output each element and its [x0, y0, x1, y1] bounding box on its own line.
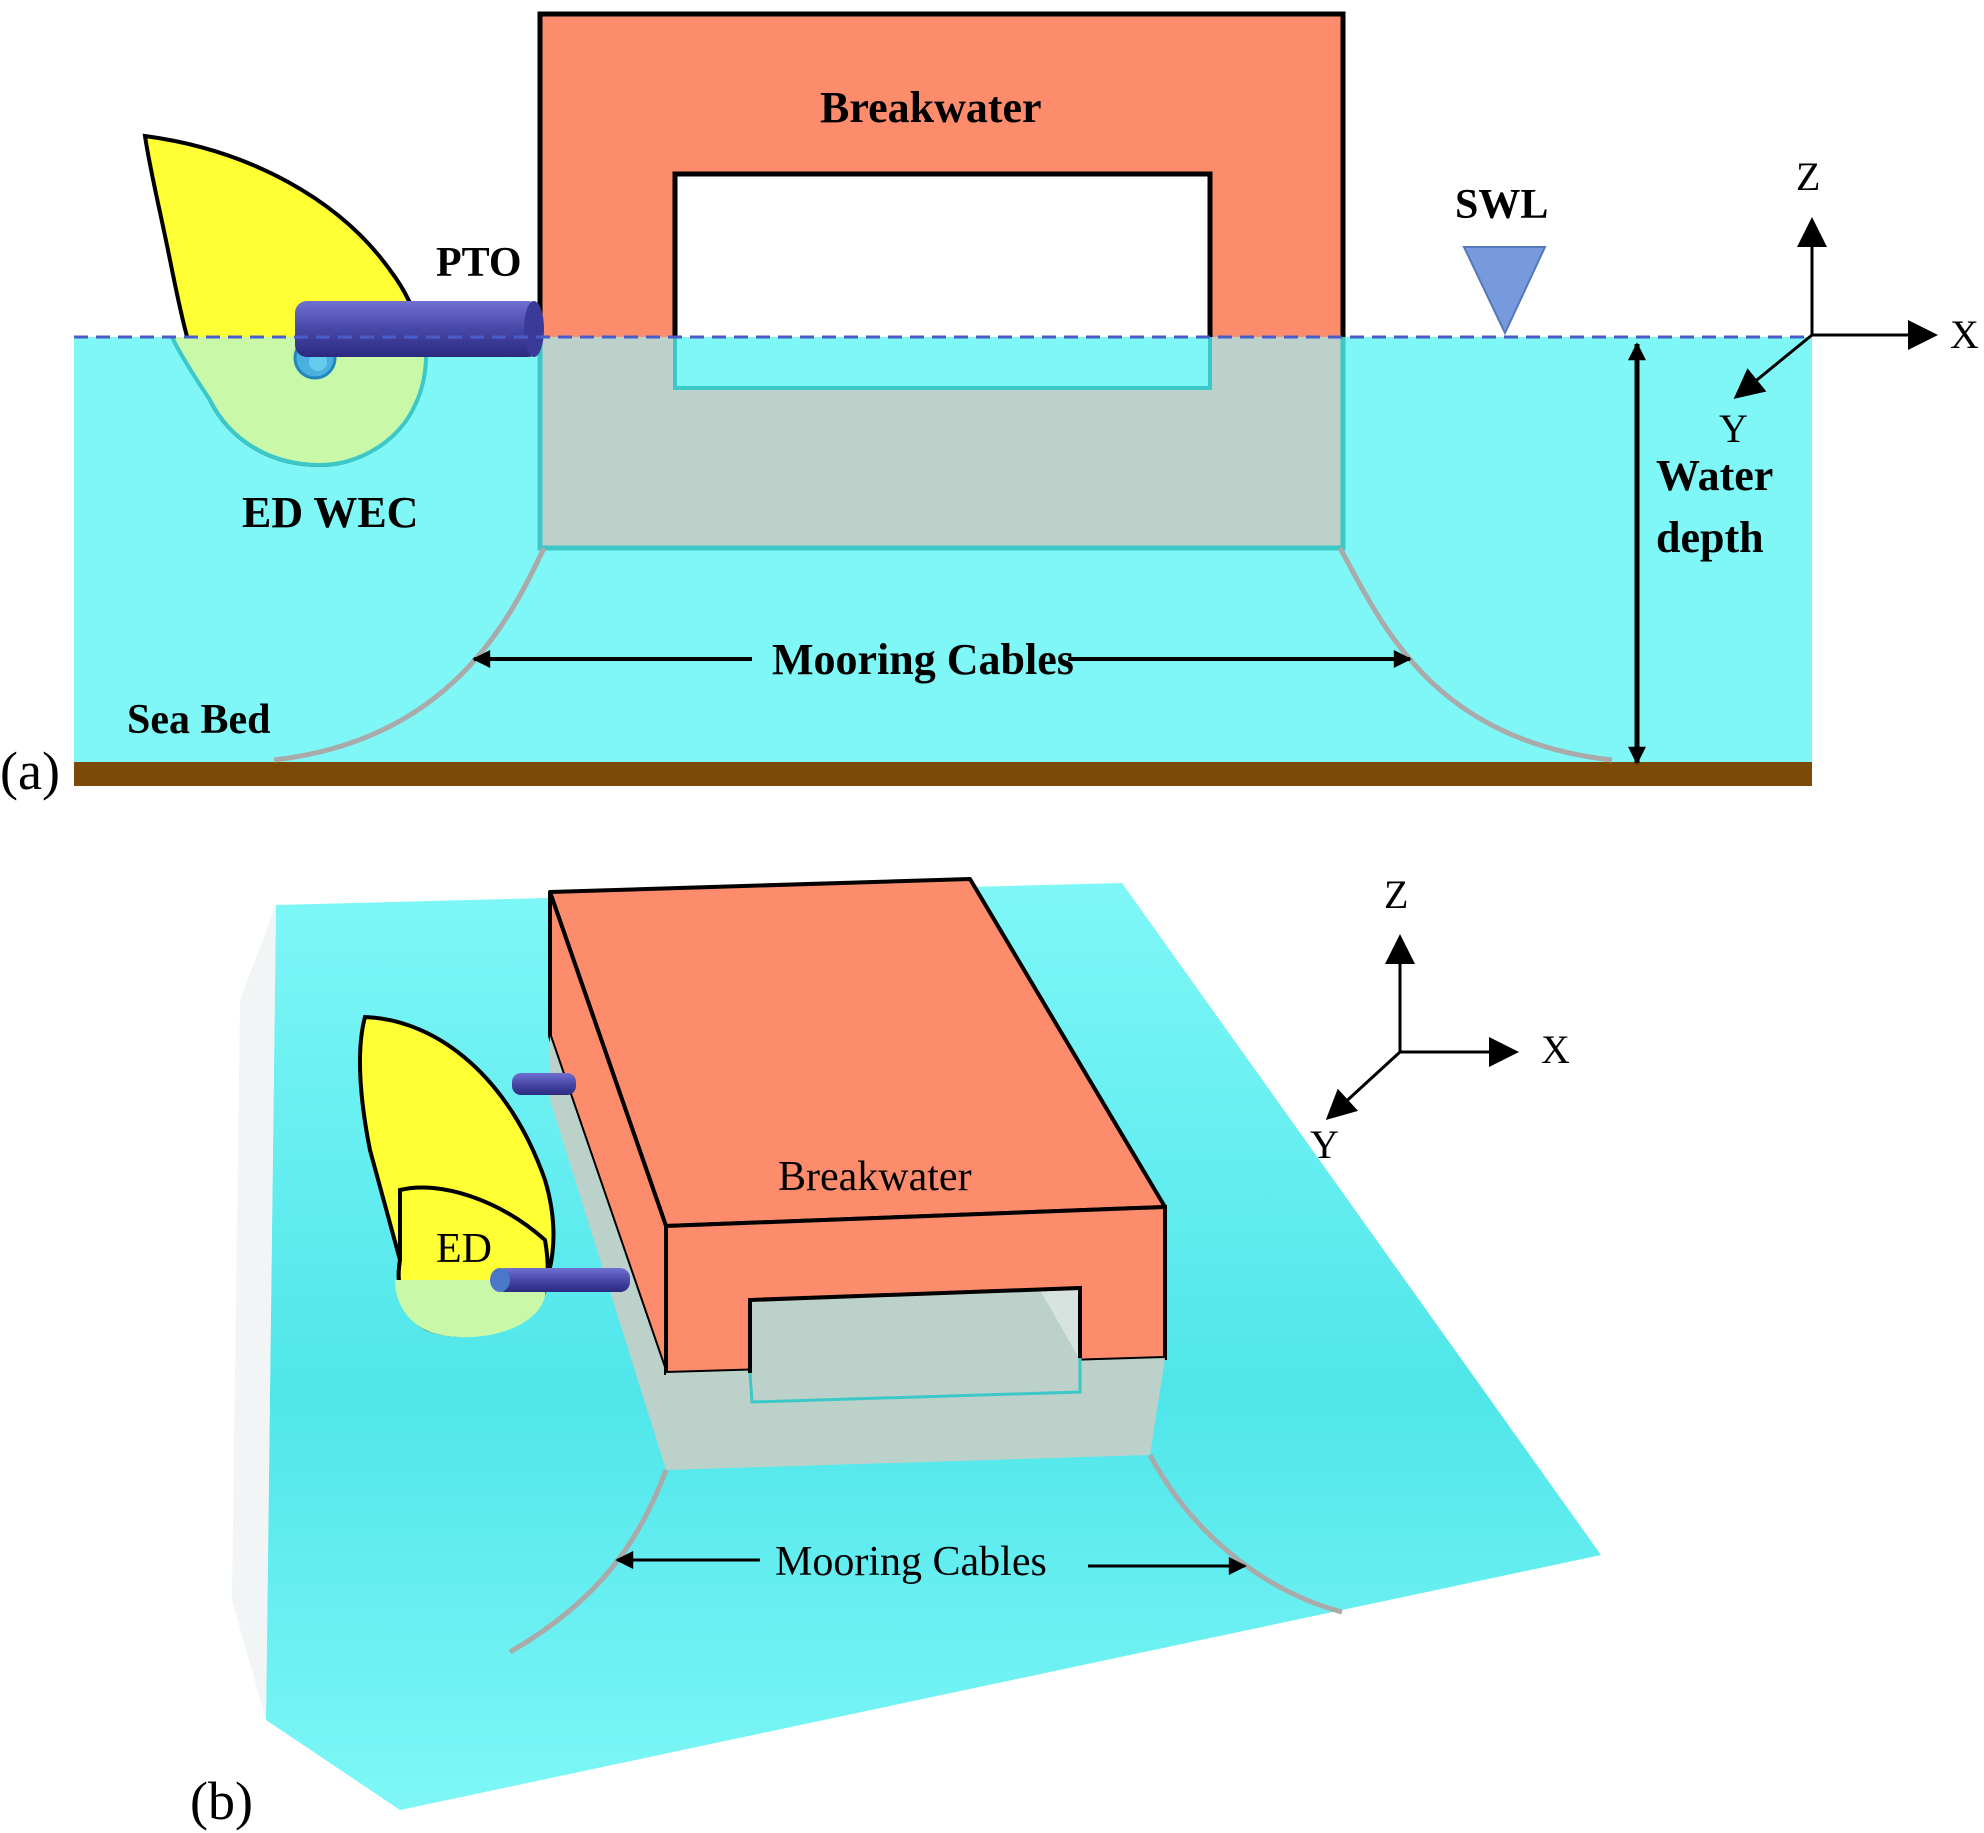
- panel-a: Z X Y Breakwater PTO SWL ED WEC Water de…: [0, 11, 1979, 801]
- water-slab-shadow: [232, 905, 276, 1720]
- pto-rod: [295, 301, 544, 357]
- mooring-label-a: Mooring Cables: [772, 635, 1074, 684]
- water-depth-label-line2: depth: [1656, 513, 1764, 562]
- ed-device-3d: [358, 1014, 630, 1338]
- mooring-cables-a: [273, 546, 1613, 763]
- breakwater-box: [548, 877, 1167, 1470]
- axes-b: Z X Y: [1310, 872, 1570, 1167]
- axis-x-label-b: X: [1541, 1027, 1570, 1072]
- axis-y-label-a: Y: [1719, 406, 1748, 451]
- swl-label: SWL: [1455, 182, 1548, 228]
- ed-label: ED: [436, 1226, 492, 1272]
- mooring-cables-b: [508, 1453, 1343, 1655]
- swl-triangle-icon: [1462, 246, 1547, 336]
- water-depth-label-line1: Water: [1656, 451, 1773, 500]
- breakwater-label-b: Breakwater: [778, 1154, 972, 1200]
- panel-b-letter: (b): [190, 1771, 253, 1831]
- axis-z-label-a: Z: [1796, 154, 1820, 199]
- pto-label: PTO: [436, 240, 522, 286]
- panel-b: Z X Y Breakwater ED Mooring Cables (b): [190, 872, 1601, 1831]
- axis-z-label-b: Z: [1384, 872, 1408, 917]
- seabed: [74, 762, 1812, 786]
- breakwater-label-a: Breakwater: [820, 83, 1042, 132]
- breakwater-section: [537, 11, 1346, 551]
- axis-x-label-a: X: [1950, 312, 1979, 357]
- seabed-label: Sea Bed: [127, 697, 271, 743]
- axes-a: Z X Y: [1719, 154, 1979, 451]
- mooring-label-b: Mooring Cables: [775, 1539, 1047, 1585]
- axis-y-label-b: Y: [1310, 1122, 1339, 1167]
- panel-a-letter: (a): [0, 741, 60, 801]
- ed-wec-label: ED WEC: [242, 488, 418, 537]
